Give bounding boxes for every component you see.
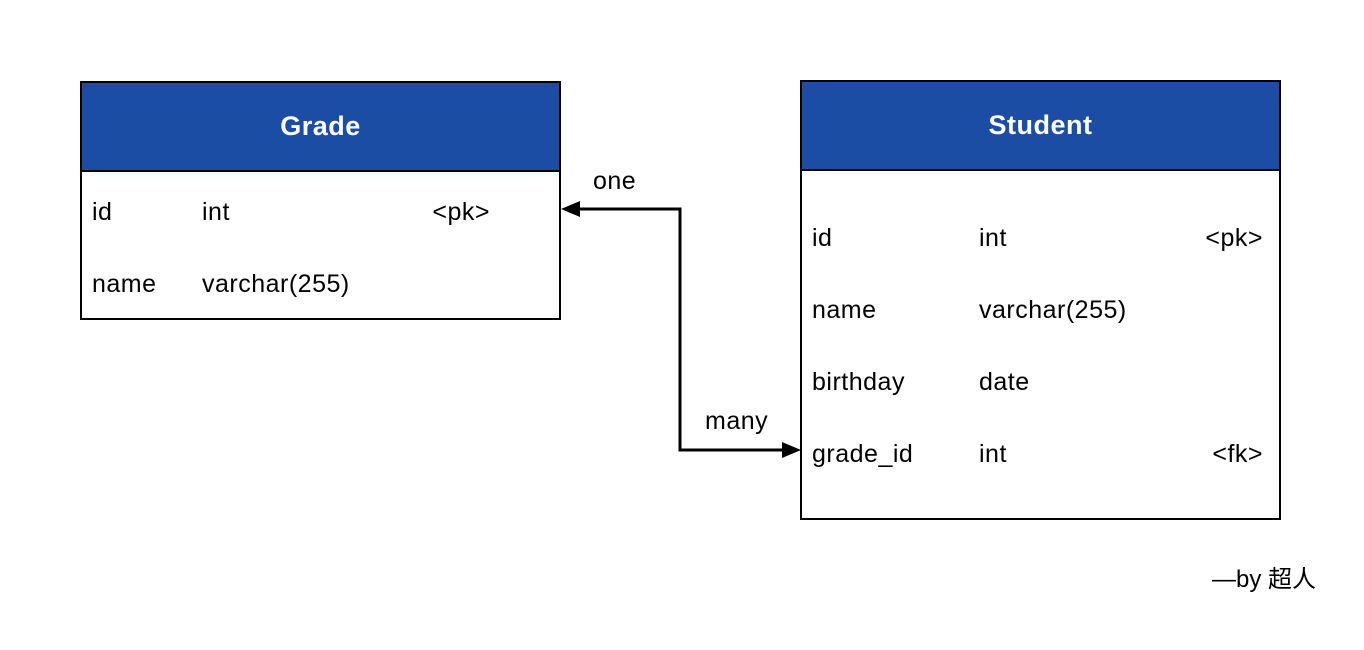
column-key-cell: <pk> xyxy=(1205,224,1263,252)
table-student-title: Student xyxy=(802,82,1279,171)
table-student: Student id int <pk> name varchar(255) bi… xyxy=(800,80,1281,520)
column-name-cell: id xyxy=(812,224,833,252)
table-row: grade_id int <fk> xyxy=(802,418,1279,490)
table-grade: Grade id int <pk> name varchar(255) xyxy=(80,81,561,320)
relationship-one-label: one xyxy=(593,167,637,195)
column-type-cell: varchar(255) xyxy=(202,270,350,298)
column-type-cell: date xyxy=(979,368,1030,396)
column-key-cell: <fk> xyxy=(1212,440,1263,468)
table-row: birthday date xyxy=(802,346,1279,418)
column-type-cell: int xyxy=(979,224,1007,252)
table-student-body: id int <pk> name varchar(255) birthday d… xyxy=(802,171,1279,490)
column-name-cell: birthday xyxy=(812,368,905,396)
table-row: name varchar(255) xyxy=(82,248,559,320)
arrowhead-many-icon xyxy=(782,442,801,458)
arrowhead-one-icon xyxy=(561,201,580,217)
column-name-cell: id xyxy=(92,198,113,226)
column-type-cell: int xyxy=(202,198,230,226)
column-type-cell: int xyxy=(979,440,1007,468)
column-key-cell: <pk> xyxy=(432,198,490,226)
column-name-cell: grade_id xyxy=(812,440,914,468)
table-row: id int <pk> xyxy=(82,176,559,248)
table-grade-title: Grade xyxy=(82,83,559,172)
author-signature: —by 超人 xyxy=(1212,566,1317,593)
table-row: name varchar(255) xyxy=(802,274,1279,346)
column-name-cell: name xyxy=(92,270,157,298)
table-row: id int <pk> xyxy=(802,202,1279,274)
table-grade-body: id int <pk> name varchar(255) xyxy=(82,172,559,320)
column-name-cell: name xyxy=(812,296,877,324)
relationship-many-label: many xyxy=(705,407,769,435)
column-type-cell: varchar(255) xyxy=(979,296,1127,324)
